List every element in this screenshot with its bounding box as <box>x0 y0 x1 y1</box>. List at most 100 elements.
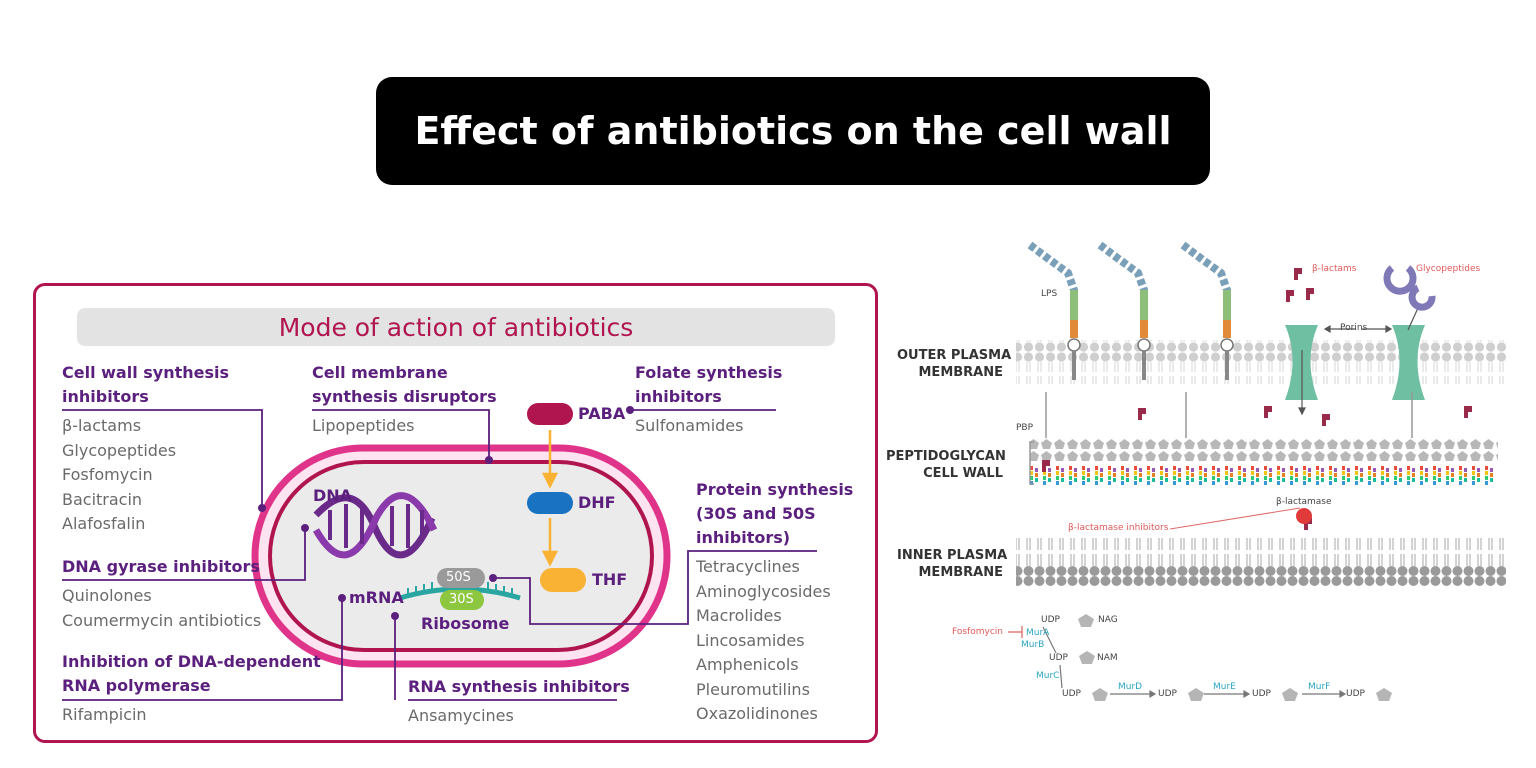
pbp-label: PBP <box>1016 423 1034 433</box>
beta-lactamase-inhibitors-label: β-lactamase inhibitors <box>1068 523 1169 533</box>
pathway-arrows <box>1008 626 1347 699</box>
fosfomycin-label: Fosfomycin <box>952 627 1003 637</box>
group-heading: Inhibition of DNA-dependent <box>62 652 321 671</box>
paba-label: PABA <box>578 404 626 423</box>
udp-label: UDP <box>1041 615 1060 625</box>
peptidoglycan-layer <box>1030 438 1498 488</box>
thf-label: THF <box>592 570 628 589</box>
list-item: Coumermycin antibiotics <box>62 610 262 630</box>
banner-title: Effect of antibiotics on the cell wall <box>376 77 1210 185</box>
ribosome-30s <box>440 590 484 610</box>
group-rna-polymerase: Inhibition of DNA-dependent RNA polymera… <box>62 650 321 728</box>
mure-label: MurE <box>1213 682 1236 692</box>
murb-label: MurB <box>1021 640 1045 650</box>
group-heading: Folate synthesis <box>635 363 783 382</box>
list-item: Aminoglycosides <box>696 581 831 601</box>
outer-membrane-label-line: OUTER PLASMA <box>897 348 1012 363</box>
beta-lactams-label: β-lactams <box>1312 264 1357 274</box>
list-item: Alafosfalin <box>62 514 146 533</box>
group-cell-wall: Cell wall synthesis inhibitors β-lactams… <box>62 361 229 537</box>
list-item: Pleuromutilins <box>696 679 810 699</box>
dhf-pill <box>527 492 573 514</box>
group-heading: synthesis disruptors <box>312 387 497 406</box>
group-heading: inhibitors <box>635 387 722 406</box>
ribosome <box>399 568 521 610</box>
list-item: Macrolides <box>696 606 782 625</box>
inner-membrane-label-line: INNER PLASMA <box>897 548 1008 563</box>
ribosome-50s-label: 50S <box>446 570 471 585</box>
group-folate: Folate synthesis inhibitors Sulfonamides <box>635 361 782 439</box>
list-item: Ansamycines <box>408 706 514 725</box>
group-heading: RNA synthesis inhibitors <box>408 677 630 696</box>
group-heading: Cell wall synthesis <box>62 363 230 382</box>
udp-label: UDP <box>1062 689 1081 699</box>
list-item: Quinolones <box>62 586 152 605</box>
inner-membrane-label-line: MEMBRANE <box>918 565 1004 580</box>
mura-label: MurA <box>1026 628 1050 638</box>
list-item: Lincosamides <box>696 630 805 650</box>
outer-membrane-label: OUTER PLASMA MEMBRANE <box>897 347 1012 381</box>
murc-label: MurC <box>1036 671 1060 681</box>
peptidoglycan-label: PEPTIDOGLYCAN CELL WALL <box>886 448 1006 482</box>
porins <box>1285 307 1425 416</box>
paba-pill <box>527 403 573 425</box>
outer-membrane-label-line: MEMBRANE <box>918 365 1004 380</box>
panel-title: Mode of action of antibiotics <box>278 312 634 342</box>
panel-title-bar: Mode of action of antibiotics <box>77 308 835 346</box>
connector-lines <box>62 409 817 701</box>
group-heading: Cell membrane <box>312 363 448 382</box>
glycopeptides-label: Glycopeptides <box>1416 264 1481 274</box>
outer-membrane-bilayer <box>1016 340 1506 384</box>
beta-lactamase-label: β-lactamase <box>1276 497 1332 507</box>
inner-membrane-bilayer <box>1016 538 1506 586</box>
murd-label: MurD <box>1118 682 1143 692</box>
list-item: Amphenicols <box>696 655 799 674</box>
group-heading: inhibitors <box>62 387 149 406</box>
glycopeptide-molecules <box>1383 265 1436 311</box>
beta-lactamase-inhibitor-line <box>1169 507 1301 530</box>
group-heading: DNA gyrase inhibitors <box>62 557 260 576</box>
group-heading: (30S and 50S <box>696 504 816 523</box>
beta-lactamase-enzyme <box>1296 508 1312 524</box>
list-item: Sulfonamides <box>635 416 744 435</box>
peptidoglycan-label-line: CELL WALL <box>923 466 1003 481</box>
ribosome-30s-label: 30S <box>449 592 474 607</box>
beta-lactam-molecules <box>1042 268 1472 530</box>
list-item: Glycopeptides <box>62 440 177 460</box>
list-item: Oxazolidinones <box>696 704 818 723</box>
udp-label: UDP <box>1049 653 1068 663</box>
thf-pill <box>540 568 586 592</box>
pathway-nodes <box>1078 614 1392 701</box>
lps-label: LPS <box>1041 289 1058 299</box>
group-heading: Protein synthesis <box>696 480 854 499</box>
dhf-label: DHF <box>578 493 616 512</box>
lps-molecules <box>1027 241 1234 380</box>
udp-label: UDP <box>1158 689 1177 699</box>
connector-dots <box>258 406 634 620</box>
udp-label: UDP <box>1346 689 1365 699</box>
dna-label: DNA <box>313 486 353 505</box>
group-protein-synthesis: Protein synthesis (30S and 50S inhibitor… <box>696 478 853 727</box>
group-heading: inhibitors) <box>696 528 791 547</box>
mode-of-action-panel <box>33 283 878 743</box>
murf-label: MurF <box>1308 682 1331 692</box>
banner-title-text: Effect of antibiotics on the cell wall <box>414 109 1172 153</box>
list-item: Rifampicin <box>62 705 147 724</box>
inner-membrane-label: INNER PLASMA MEMBRANE <box>897 547 1008 581</box>
group-heading: RNA polymerase <box>62 676 211 695</box>
peptidoglycan-label-line: PEPTIDOGLYCAN <box>886 449 1006 464</box>
ribosome-label: Ribosome <box>421 614 510 633</box>
list-item: Tetracyclines <box>696 557 800 576</box>
mrna-label: mRNA <box>349 588 404 607</box>
list-item: β-lactams <box>62 416 142 435</box>
porins-label: Porins <box>1340 323 1368 333</box>
udp-label: UDP <box>1252 689 1271 699</box>
group-dna-gyrase: DNA gyrase inhibitors Quinolones Coumerm… <box>62 555 261 633</box>
pbp-bracket <box>1029 392 1413 485</box>
ribosome-50s <box>437 568 485 588</box>
folate-arrows <box>541 430 559 567</box>
list-item: Lipopeptides <box>312 416 415 435</box>
nag-label: NAG <box>1098 615 1118 625</box>
group-rna-synthesis: RNA synthesis inhibitors Ansamycines <box>408 675 630 729</box>
